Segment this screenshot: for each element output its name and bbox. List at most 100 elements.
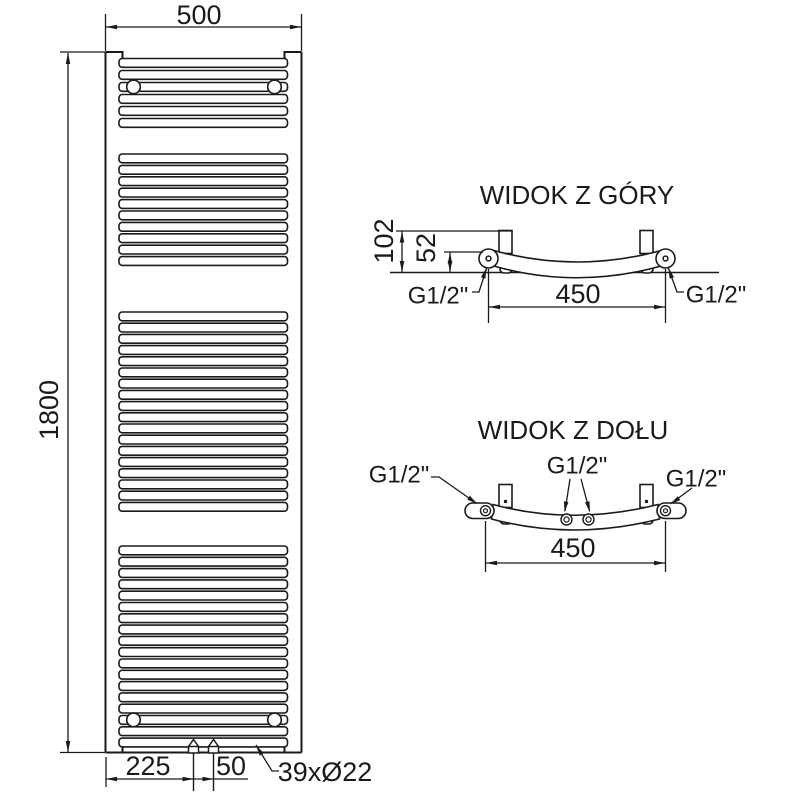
radiator-rung bbox=[118, 210, 289, 221]
radiator-rung bbox=[118, 198, 289, 210]
bottom-center-connection-label: G1/2" bbox=[547, 453, 608, 480]
top-left-connection-label: G1/2" bbox=[408, 283, 469, 310]
dimension-arrowhead bbox=[106, 776, 117, 782]
radiator-rung bbox=[118, 400, 289, 412]
radiator-rung bbox=[118, 601, 289, 613]
radiator-rung bbox=[118, 117, 289, 129]
dim-total-depth-label: 102 bbox=[369, 218, 399, 263]
radiator-rung bbox=[118, 646, 289, 658]
leader-bottom-left-conn bbox=[431, 476, 477, 504]
top-view-left-collector-dot bbox=[485, 255, 492, 262]
radiator-rung bbox=[118, 545, 289, 556]
bottom-right-connection-label: G1/2" bbox=[666, 466, 727, 493]
radiator-rung bbox=[118, 590, 289, 601]
dimension-arrowhead bbox=[182, 776, 194, 782]
radiator-rung bbox=[118, 479, 289, 490]
dim-width-label: 500 bbox=[176, 0, 221, 30]
radiator-rung bbox=[118, 703, 289, 714]
front-mount-bracket-circle bbox=[125, 79, 142, 95]
radiator-rung bbox=[118, 725, 289, 737]
radiator-rung bbox=[118, 423, 289, 434]
bottom-view-left-eyelet-hole bbox=[479, 505, 492, 517]
top-view-right-collector-dot bbox=[662, 255, 669, 262]
dimension-arrowhead bbox=[399, 231, 405, 243]
bottom-view-left-bracket-dot bbox=[503, 499, 508, 504]
dim-height-label: 1800 bbox=[34, 380, 64, 440]
radiator-rung bbox=[118, 344, 289, 356]
dimension-arrowhead bbox=[563, 501, 569, 513]
radiator-rung bbox=[118, 467, 289, 479]
bottom-view-right-bracket-dot bbox=[644, 499, 649, 504]
dimension-arrowhead bbox=[467, 495, 478, 504]
dimension-arrowhead bbox=[654, 560, 665, 566]
radiator-rung bbox=[118, 490, 289, 501]
top-view-right-bracket bbox=[639, 229, 654, 255]
top-view bbox=[390, 229, 719, 323]
dimension-arrowheads bbox=[65, 24, 681, 782]
radiator-rung bbox=[118, 556, 289, 567]
radiator-outline bbox=[104, 51, 303, 754]
radiator-rung bbox=[118, 255, 289, 267]
radiator-rung bbox=[118, 612, 289, 624]
front-view bbox=[60, 14, 303, 791]
radiator-rung bbox=[118, 367, 289, 378]
radiator-rung bbox=[118, 164, 289, 175]
dimension-arrowhead bbox=[668, 267, 675, 279]
top-view-title: WIDOK Z GÓRY bbox=[480, 180, 675, 210]
front-mount-bracket-circle bbox=[266, 712, 283, 728]
radiator-rung bbox=[118, 233, 289, 244]
dimension-arrowhead bbox=[106, 24, 117, 30]
dimension-arrowhead bbox=[447, 252, 453, 264]
radiator-rung bbox=[118, 567, 289, 579]
top-view-left-bracket bbox=[498, 229, 513, 255]
radiator-rung bbox=[118, 378, 289, 389]
top-left-cap bbox=[105, 51, 124, 59]
top-right-connection-label: G1/2" bbox=[686, 282, 747, 309]
radiator-rung bbox=[118, 680, 289, 692]
bottom-view-right-eyelet-dot bbox=[662, 508, 669, 514]
top-view-left-collector bbox=[478, 248, 499, 269]
dimension-arrowhead bbox=[670, 496, 681, 505]
labels: 500 1800 225 50 39xØ22 WIDOK Z GÓRY 102 … bbox=[34, 0, 746, 787]
dim-tube-depth-label: 52 bbox=[411, 233, 441, 263]
radiator-rung bbox=[118, 355, 289, 367]
radiator-rung bbox=[118, 244, 289, 255]
bottom-view-right-eyelet-hole bbox=[659, 505, 672, 517]
radiator-rung bbox=[118, 69, 289, 81]
radiator-rung bbox=[118, 389, 289, 400]
front-dimensions bbox=[60, 14, 303, 787]
dimension-arrowhead bbox=[256, 745, 264, 756]
dimension-arrowhead bbox=[489, 304, 500, 310]
radiator-rung bbox=[118, 105, 289, 117]
bottom-view-dimensions bbox=[431, 476, 693, 572]
radiator-rung bbox=[118, 692, 289, 703]
tube-spec-label: 39xØ22 bbox=[278, 757, 373, 787]
dimension-arrowhead bbox=[65, 741, 71, 752]
radiator-rung bbox=[118, 635, 289, 647]
dimension-arrowhead bbox=[447, 261, 453, 272]
bottom-left-connection-label: G1/2" bbox=[369, 462, 430, 489]
dim-offset-label: 225 bbox=[125, 751, 170, 781]
bottom-view-left-bracket bbox=[498, 483, 513, 509]
bottom-view-curved-tube bbox=[490, 503, 661, 531]
front-mount-bracket-circle bbox=[266, 79, 283, 95]
radiator-rung bbox=[118, 153, 289, 164]
bottom-valves bbox=[187, 738, 220, 791]
front-mount-brackets bbox=[125, 79, 283, 728]
top-view-dimensions bbox=[396, 230, 684, 323]
dimension-arrowhead bbox=[290, 24, 301, 30]
dimension-arrowhead bbox=[399, 261, 405, 272]
radiator-rung bbox=[118, 411, 289, 423]
dimension-arrowhead bbox=[654, 304, 665, 310]
top-view-curved-tube bbox=[491, 248, 664, 279]
dimension-arrowhead bbox=[202, 776, 214, 782]
top-right-cap bbox=[283, 51, 302, 59]
dim-conn-spacing-bottom-label: 450 bbox=[550, 533, 595, 563]
radiator-rung bbox=[118, 434, 289, 445]
radiator-rung bbox=[118, 81, 289, 93]
radiator-rung bbox=[118, 57, 289, 69]
dimension-arrowhead bbox=[585, 501, 590, 513]
dim-conn-spacing-top-label: 450 bbox=[555, 279, 600, 309]
radiator-rung bbox=[118, 221, 289, 232]
